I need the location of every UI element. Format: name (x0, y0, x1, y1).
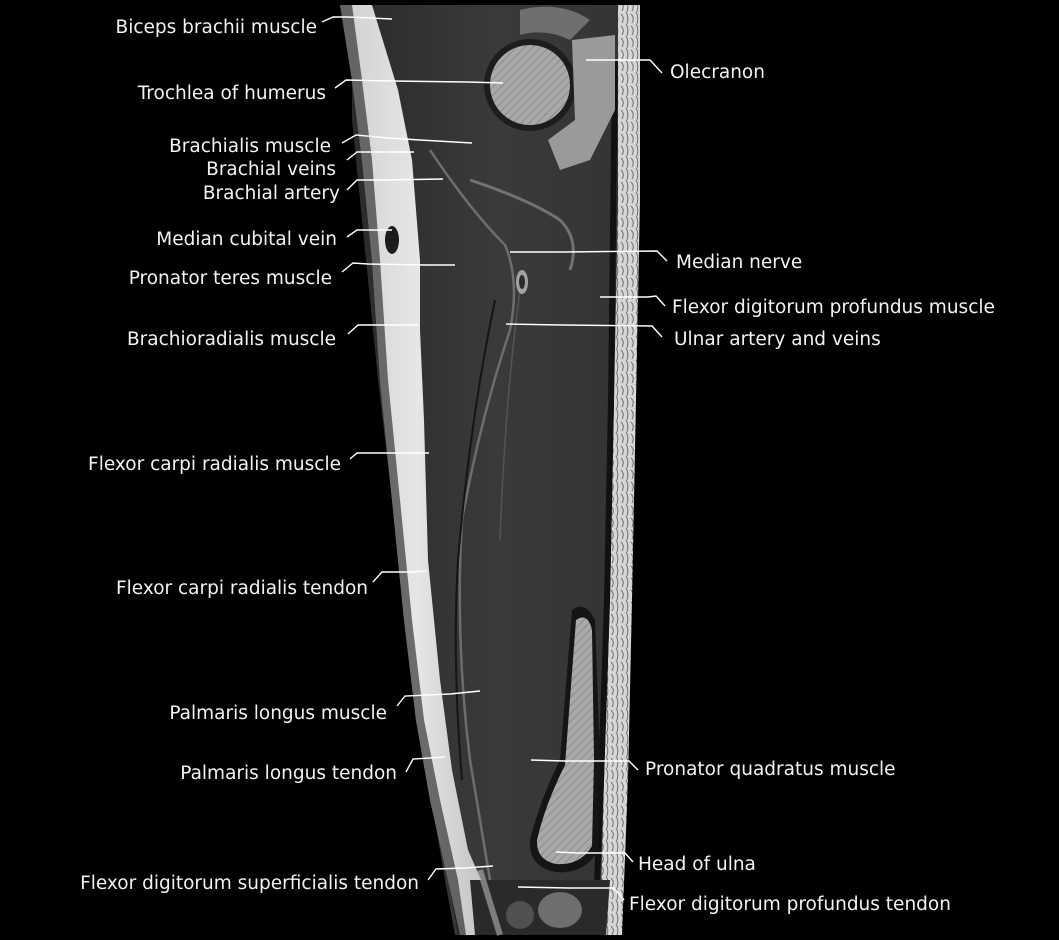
label-flexor-digitorum-superficialis-tendon: Flexor digitorum superficialis tendon (80, 873, 419, 894)
leader-line-pronator-quadratus-muscle (530, 759, 639, 771)
label-flexor-digitorum-profundus-tendon: Flexor digitorum profundus tendon (629, 894, 951, 915)
label-flexor-carpi-radialis-tendon: Flexor carpi radialis tendon (116, 578, 368, 599)
leader-line-trochlea-of-humerus (334, 79, 504, 89)
leader-line-biceps-brachii-muscle (321, 16, 393, 23)
label-brachial-veins: Brachial veins (206, 159, 336, 180)
label-brachioradialis-muscle: Brachioradialis muscle (127, 329, 336, 350)
leader-line-brachial-veins (346, 151, 414, 161)
leader-line-flexor-carpi-radialis-tendon (372, 570, 427, 583)
leader-line-brachial-artery (346, 178, 444, 191)
leader-line-head-of-ulna (555, 851, 634, 863)
median-cubital-vein-shape (385, 226, 399, 254)
leader-lines (321, 16, 668, 901)
leader-line-ulnar-artery-and-veins (505, 323, 663, 338)
olecranon-shape (548, 35, 615, 170)
subcutaneous-fat-ulnar (600, 5, 640, 935)
leader-line-pronator-teres-muscle (341, 262, 455, 273)
labels-right: Olecranon Median nerve Flexor digitorum … (629, 62, 995, 915)
mri-image (340, 5, 640, 936)
label-olecranon: Olecranon (670, 62, 765, 83)
label-trochlea-of-humerus: Trochlea of humerus (137, 83, 326, 104)
label-palmaris-longus-tendon: Palmaris longus tendon (180, 763, 397, 784)
leader-line-flexor-digitorum-superficialis-tendon (427, 865, 494, 881)
label-palmaris-longus-muscle: Palmaris longus muscle (169, 703, 387, 724)
leader-line-brachioradialis-muscle (347, 324, 418, 335)
leader-line-palmaris-longus-muscle (396, 690, 481, 707)
label-median-cubital-vein: Median cubital vein (156, 229, 337, 250)
labels-left: Biceps brachii muscle Trochlea of humeru… (80, 17, 419, 894)
label-pronator-quadratus-muscle: Pronator quadratus muscle (645, 759, 896, 780)
label-pronator-teres-muscle: Pronator teres muscle (129, 268, 332, 289)
leader-line-median-cubital-vein (346, 229, 392, 238)
label-flexor-digitorum-profundus-muscle: Flexor digitorum profundus muscle (672, 297, 995, 318)
label-ulnar-artery-and-veins: Ulnar artery and veins (674, 329, 881, 350)
label-head-of-ulna: Head of ulna (638, 854, 756, 875)
leader-line-olecranon (586, 59, 663, 74)
label-flexor-carpi-radialis-muscle: Flexor carpi radialis muscle (88, 454, 341, 475)
leader-line-brachialis-muscle (341, 134, 473, 144)
label-biceps-brachii-muscle: Biceps brachii muscle (116, 17, 317, 38)
label-brachialis-muscle: Brachialis muscle (169, 136, 331, 157)
subcutaneous-fat-radial (340, 5, 495, 935)
leader-line-median-nerve (510, 250, 668, 262)
leader-line-flexor-digitorum-profundus-tendon (517, 886, 625, 901)
leader-line-palmaris-longus-tendon (405, 756, 446, 773)
label-brachial-artery: Brachial artery (203, 183, 340, 204)
leader-line-flexor-digitorum-profundus-muscle (600, 295, 666, 307)
label-median-nerve: Median nerve (676, 252, 802, 273)
leader-line-flexor-carpi-radialis-muscle (349, 452, 429, 460)
